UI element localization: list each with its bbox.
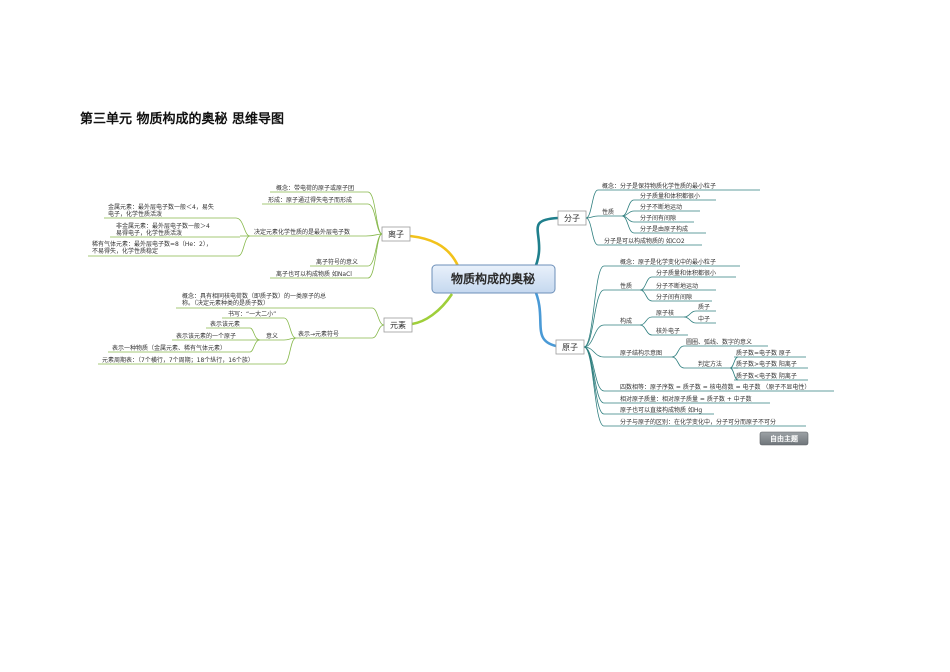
atom-title: 原子 xyxy=(562,343,578,352)
ion-decide: 决定元素化学性质的是最外层电子数 xyxy=(254,228,350,236)
atom-j1: 质子数=电子数 原子 xyxy=(736,349,791,357)
ion-title: 离子 xyxy=(388,229,404,239)
element-meaning-1: 表示该元素 xyxy=(210,320,240,328)
ion-metal-2: 电子，化学性质活泼 xyxy=(108,210,162,218)
atom-property: 性质 xyxy=(620,282,632,290)
molecule-title: 分子 xyxy=(564,214,580,223)
atom-concept: 概念：原子是化学变化中的最小粒子 xyxy=(620,258,716,266)
atom-judge: 判定方法 xyxy=(698,360,722,368)
atom-electron: 核外电子 xyxy=(656,327,680,335)
ion-metal-1: 金属元素：最外层电子数一般＜4，易失 xyxy=(108,203,214,211)
atom-j2: 质子数>电子数 阳离子 xyxy=(736,360,797,368)
molecule-p3: 分子间有间隙 xyxy=(640,214,676,222)
atom-structure: 构成 xyxy=(620,317,632,325)
molecule-compose: 分子是可以构成物质的 如CO2 xyxy=(604,237,685,245)
atom-p2: 分子不断地运动 xyxy=(656,282,698,290)
atom-neutron: 中子 xyxy=(698,315,710,323)
center-title: 物质构成的奥秘 xyxy=(451,271,535,286)
atom-diagram: 原子结构示意图 xyxy=(620,349,662,357)
ion-nonmetal-1: 非金属元素：最外层电子数一般＞4 xyxy=(116,222,210,230)
ion-nonmetal-2: 易得电子，化学性质活泼 xyxy=(116,229,182,237)
element-concept-1: 概念：具有相同核电荷数（即质子数）的一类原子的总 xyxy=(182,292,326,300)
atom-four-equal: 四数相等：原子序数 = 质子数 = 核电荷数 = 电子数 （原子不显电性） xyxy=(620,383,810,391)
element-title: 元素 xyxy=(390,320,406,330)
element-branch: 元素 概念：具有相同核电荷数（即质子数）的一类原子的总 称。（决定元素种类的是质… xyxy=(98,292,413,365)
center-node[interactable]: 物质构成的奥秘 xyxy=(431,264,556,294)
element-meaning: 意义 xyxy=(266,332,278,340)
atom-relative-mass: 相对原子质量：相对原子质量 = 质子数 + 中子数 xyxy=(620,395,752,403)
ion-branch: 离子 概念：带电荷的原子或原子团 形成：原子通过得失电子而形成 决定元素化学性质… xyxy=(88,184,411,279)
atom-p3: 分子间有间隙 xyxy=(656,293,692,301)
element-meaning-3: 表示一种物质（金属元素、稀有气体元素） xyxy=(112,344,226,352)
atom-branch: 原子 概念：原子是化学变化中的最小粒子 性质 分子质量和体积都很小 分子不断地运… xyxy=(555,258,834,427)
element-meaning-2: 表示该元素的一个原子 xyxy=(176,332,236,340)
free-topic-label: 自由主题 xyxy=(770,434,799,443)
molecule-property: 性质 xyxy=(602,208,614,216)
atom-j3: 质子数<电子数 阴离子 xyxy=(736,372,797,380)
atom-diagram-desc: 圆圈、弧线、数字的意义 xyxy=(686,338,752,346)
trunk-branches xyxy=(409,216,559,348)
free-topic-badge[interactable]: 自由主题 xyxy=(759,431,809,446)
element-symbol: 表示→元素符号 xyxy=(298,330,339,338)
molecule-p1: 分子质量和体积都很小 xyxy=(640,192,700,200)
molecule-p2: 分子不断地运动 xyxy=(640,203,682,211)
molecule-p4: 分子是由原子构成 xyxy=(640,225,688,233)
molecule-concept: 概念：分子是保持物质化学性质的最小粒子 xyxy=(602,182,716,190)
ion-formation: 形成：原子通过得失电子而形成 xyxy=(268,196,352,204)
ion-also-compose: 离子也可以构成物质 如NaCl xyxy=(276,270,352,278)
ion-concept: 概念：带电荷的原子或原子团 xyxy=(276,184,354,192)
element-concept-2: 称。（决定元素种类的是质子数） xyxy=(182,299,269,307)
atom-difference: 分子与原子的区别：在化学变化中，分子可分而原子不可分 xyxy=(620,418,776,426)
atom-compose: 原子也可以直接构成物质 如Hg xyxy=(620,406,702,414)
atom-proton: 质子 xyxy=(698,303,710,311)
ion-noble-2: 不易得失，化学性质稳定 xyxy=(92,247,158,255)
page-title: 第三单元 物质构成的奥秘 思维导图 xyxy=(80,112,285,127)
element-table: 元素周期表：（7个横行，7个周期；18个纵行，16个族） xyxy=(102,356,254,364)
molecule-branch: 分子 概念：分子是保持物质化学性质的最小粒子 性质 分子质量和体积都很小 分子不… xyxy=(557,182,760,246)
atom-nucleus: 原子核 xyxy=(656,309,674,317)
ion-noble-1: 稀有气体元素：最外层电子数=8（He：2）， xyxy=(92,240,212,248)
ion-symbol-meaning: 离子符号的意义 xyxy=(316,258,358,266)
element-writing: 书写：“一大二小” xyxy=(228,310,276,318)
atom-p1: 分子质量和体积都很小 xyxy=(656,269,716,277)
